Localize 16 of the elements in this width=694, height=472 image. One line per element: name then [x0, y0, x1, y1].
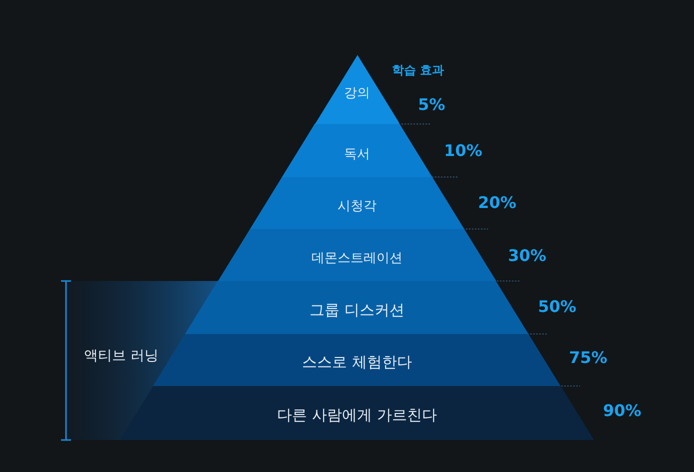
percentage-label: 50% [538, 297, 576, 316]
percentage-label: 90% [603, 401, 642, 420]
level-label: 다른 사람에게 가르친다 [276, 406, 438, 425]
percentage-label: 30% [508, 246, 546, 265]
header-label: 학습 효과 [392, 62, 444, 79]
percentage-label: 5% [418, 95, 446, 114]
level-label: 스스로 체험한다 [301, 353, 413, 372]
level-label: 데몬스트레이션 [310, 250, 404, 268]
level-label: 그룹 디스커션 [308, 300, 406, 320]
bracket-label: 액티브 러닝 [84, 347, 158, 365]
percentage-label: 20% [478, 193, 516, 212]
level-label: 강의 [342, 84, 371, 102]
level-label: 독서 [342, 146, 371, 163]
level-label: 시청각 [336, 198, 378, 216]
percentage-label: 75% [568, 348, 608, 367]
percentage-label: 10% [444, 141, 482, 160]
